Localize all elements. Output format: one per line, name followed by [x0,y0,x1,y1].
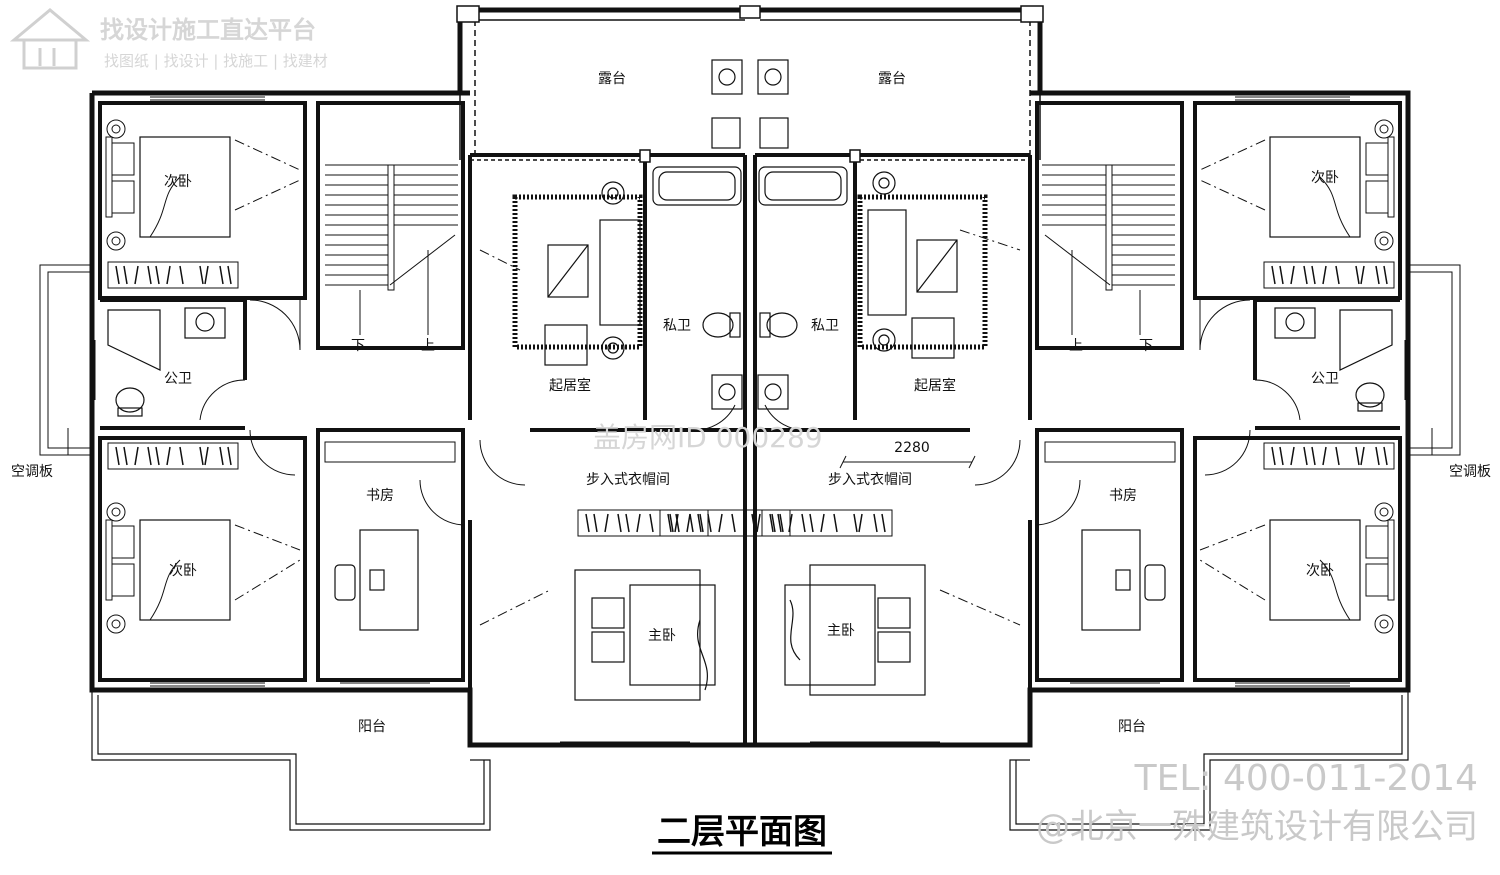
outer-walls [89,7,1411,748]
label-terrace-right: 露台 [878,71,906,87]
watermark-company: @北京一殊建筑设计有限公司 [1036,807,1478,847]
label-study-right: 书房 [1109,488,1137,504]
dimension-value: 2280 [894,440,930,456]
wardrobe-bl [107,442,239,470]
windows [94,96,1406,743]
stair-up-right: 上 [1069,338,1083,354]
plan-title: 二层平面图 [657,812,827,852]
stair-down-right: 下 [1139,338,1153,354]
label-ac-left: 空调板 [11,464,53,480]
watermark-tel: TEL: 400-011-2014 [1134,758,1478,799]
wardrobe-tl [107,261,239,289]
label-master-right: 主卧 [827,623,855,639]
wardrobe-tr [1263,261,1395,289]
label-master-left: 主卧 [648,628,676,644]
study-desks [334,529,1166,631]
label-bed-bl: 次卧 [169,563,197,579]
doors [199,299,1301,526]
stair-up-left: 上 [421,338,435,354]
master-bed-right [784,564,926,696]
label-ac-right: 空调板 [1449,464,1491,480]
label-bed-tl: 次卧 [164,174,192,190]
label-closet-left: 步入式衣帽间 [586,472,670,488]
label-balcony-right: 阳台 [1118,719,1146,735]
label-closet-right: 步入式衣帽间 [828,472,912,488]
brand-tagline: 找图纸 | 找设计 | 找施工 | 找建材 [104,52,328,70]
view-lines [234,139,1266,626]
living-furniture-left [512,181,643,366]
living-furniture-right [857,171,988,359]
balconies [91,690,1409,831]
dimension-line [839,455,976,469]
bed-bl [105,502,231,634]
brand-name: 找设计施工直达平台 [100,16,316,44]
stair-right [1042,164,1175,335]
label-bath-pub-right: 公卫 [1311,371,1339,387]
ac-panels [39,264,1461,456]
master-bed-left [574,569,716,701]
stair-left [325,164,458,335]
terrace-outline [459,19,1041,161]
label-living-left: 起居室 [549,377,591,394]
label-bath-pub-left: 公卫 [164,371,192,387]
interior-walls [98,101,1402,745]
brand-logo [9,8,91,70]
bath-fixtures [107,59,1393,417]
label-bath-priv-right: 私卫 [811,318,839,334]
wall-caps [456,5,1044,163]
label-terrace-left: 露台 [598,71,626,87]
label-balcony-left: 阳台 [358,719,386,735]
wardrobe-study-l [324,441,456,463]
wardrobe-br [1263,442,1395,470]
label-living-right: 起居室 [914,377,956,394]
label-bath-priv-left: 私卫 [663,318,691,334]
label-bed-tr: 次卧 [1311,170,1339,186]
watermark-id: 盖房网ID 000289 [593,421,823,454]
stair-down-left: 下 [351,338,365,354]
label-study-left: 书房 [366,488,394,504]
closet-racks-left [577,509,791,537]
wardrobe-study-r [1044,441,1176,463]
label-bed-br: 次卧 [1306,563,1334,579]
